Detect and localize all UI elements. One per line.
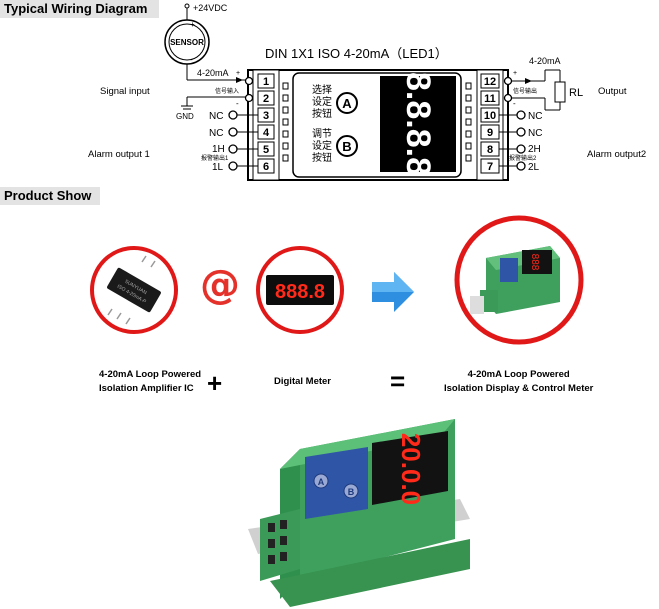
svg-text:12: 12	[484, 76, 496, 88]
diagram-button-a: A	[336, 92, 358, 114]
svg-text:5: 5	[263, 144, 269, 156]
right-terminal-numbers: 12 11 10 9 8 7	[480, 73, 500, 174]
result-device-image: 888	[454, 215, 584, 345]
loop-in-label: 4-20mA	[197, 68, 229, 78]
device-button-panel	[305, 447, 368, 519]
power-label: +24VDC	[193, 3, 228, 13]
alarm1-cn-label: 报警输出1	[201, 154, 229, 162]
device-button-b: B	[343, 483, 359, 499]
button-b-cn-line3: 按钮	[312, 151, 332, 164]
alarm-output1-label: Alarm output 1	[88, 149, 150, 160]
button-a-cn-line1: 选择	[312, 83, 332, 96]
svg-text:9: 9	[487, 127, 493, 139]
svg-text:11: 11	[484, 93, 496, 105]
signal-input-label: Signal input	[100, 86, 150, 97]
product-show-heading: Product Show	[0, 187, 100, 205]
svg-text:3: 3	[263, 110, 269, 122]
input-plus-label: +	[236, 70, 240, 77]
svg-text:888: 888	[529, 254, 540, 271]
output-label: Output	[598, 86, 627, 97]
caption-result-meter: 4-20mA Loop Powered Isolation Display & …	[444, 369, 594, 394]
digital-meter-image: 888.8	[256, 246, 344, 334]
sensor-plus-label: +	[190, 20, 195, 29]
svg-text:A: A	[318, 477, 325, 487]
device-photo: A B 20.0.0	[248, 419, 470, 607]
wiring-diagram-heading: Typical Wiring Diagram	[0, 0, 159, 18]
sensor-symbol: SENSOR + -	[164, 19, 210, 65]
left-terminal-numbers: 1 2 3 4 5 6	[257, 73, 275, 174]
left-terminal-3-label: NC	[209, 111, 223, 122]
svg-text:8: 8	[487, 144, 493, 156]
right-terminal-9-label: NC	[528, 128, 542, 139]
caption-digital-meter: Digital Meter	[274, 376, 332, 387]
plus-symbol: +	[207, 368, 223, 398]
input-minus-label: -	[236, 99, 239, 108]
diagram-led-display: 8.8.8.8	[399, 72, 437, 176]
gnd-label: GND	[176, 112, 194, 121]
rl-label: RL	[569, 87, 583, 99]
svg-text:2: 2	[263, 93, 269, 105]
device-button-a: A	[313, 473, 329, 489]
caption-isolation-ic: 4-20mA Loop Powered Isolation Amplifier …	[99, 369, 202, 394]
svg-text:7: 7	[487, 161, 493, 173]
svg-text:10: 10	[484, 110, 496, 122]
button-b-cn-line2: 设定	[312, 139, 332, 152]
equals-symbol: =	[390, 366, 406, 396]
button-b-cn-line1: 调节	[312, 128, 332, 140]
isolation-ic-image: SUNYUAN ISO 4-20mA-P	[90, 246, 178, 334]
output-plus-label: +	[513, 70, 517, 77]
svg-text:4: 4	[263, 127, 270, 139]
svg-text:B: B	[342, 139, 351, 154]
signal-input-cn-label: 信号输入	[215, 87, 239, 95]
alarm2-cn-label: 报警输出2	[509, 154, 537, 162]
alarm-output2-label: Alarm output2	[587, 149, 647, 160]
at-symbol: @	[200, 262, 240, 308]
meter-digits: 888.8	[275, 281, 325, 303]
left-terminal-4-label: NC	[209, 128, 223, 139]
arrow-icon	[372, 272, 414, 312]
loop-out-label: 4-20mA	[529, 56, 561, 66]
right-terminal-10-label: NC	[528, 111, 542, 122]
svg-text:6: 6	[263, 161, 269, 173]
signal-output-cn-label: 信号输出	[513, 87, 537, 95]
product-equation-graphics: SUNYUAN ISO 4-20mA-P 888.8 888	[90, 215, 584, 345]
svg-text:1: 1	[263, 76, 269, 88]
diagram-title: DIN 1X1 ISO 4-20mA（LED1）	[265, 46, 448, 61]
diagram-button-b: B	[336, 135, 358, 157]
svg-text:A: A	[342, 96, 352, 111]
output-minus-label: -	[513, 99, 516, 108]
sensor-label: SENSOR	[170, 38, 204, 47]
right-terminal-8-label: 2H	[528, 144, 541, 155]
right-terminal-7-label: 2L	[528, 162, 540, 173]
svg-text:B: B	[348, 487, 355, 497]
left-terminal-6-label: 1L	[212, 162, 224, 173]
button-a-cn-line3: 按钮	[312, 107, 332, 120]
sensor-minus-label: -	[190, 55, 193, 64]
button-a-cn-line2: 设定	[312, 95, 332, 108]
device-led-display: 20.0.0	[396, 433, 426, 505]
wiring-diagram: SENSOR + - +24VDC 4-20mA + 信号输入 - GND DI…	[164, 3, 583, 181]
left-terminal-5-label: 1H	[212, 144, 225, 155]
